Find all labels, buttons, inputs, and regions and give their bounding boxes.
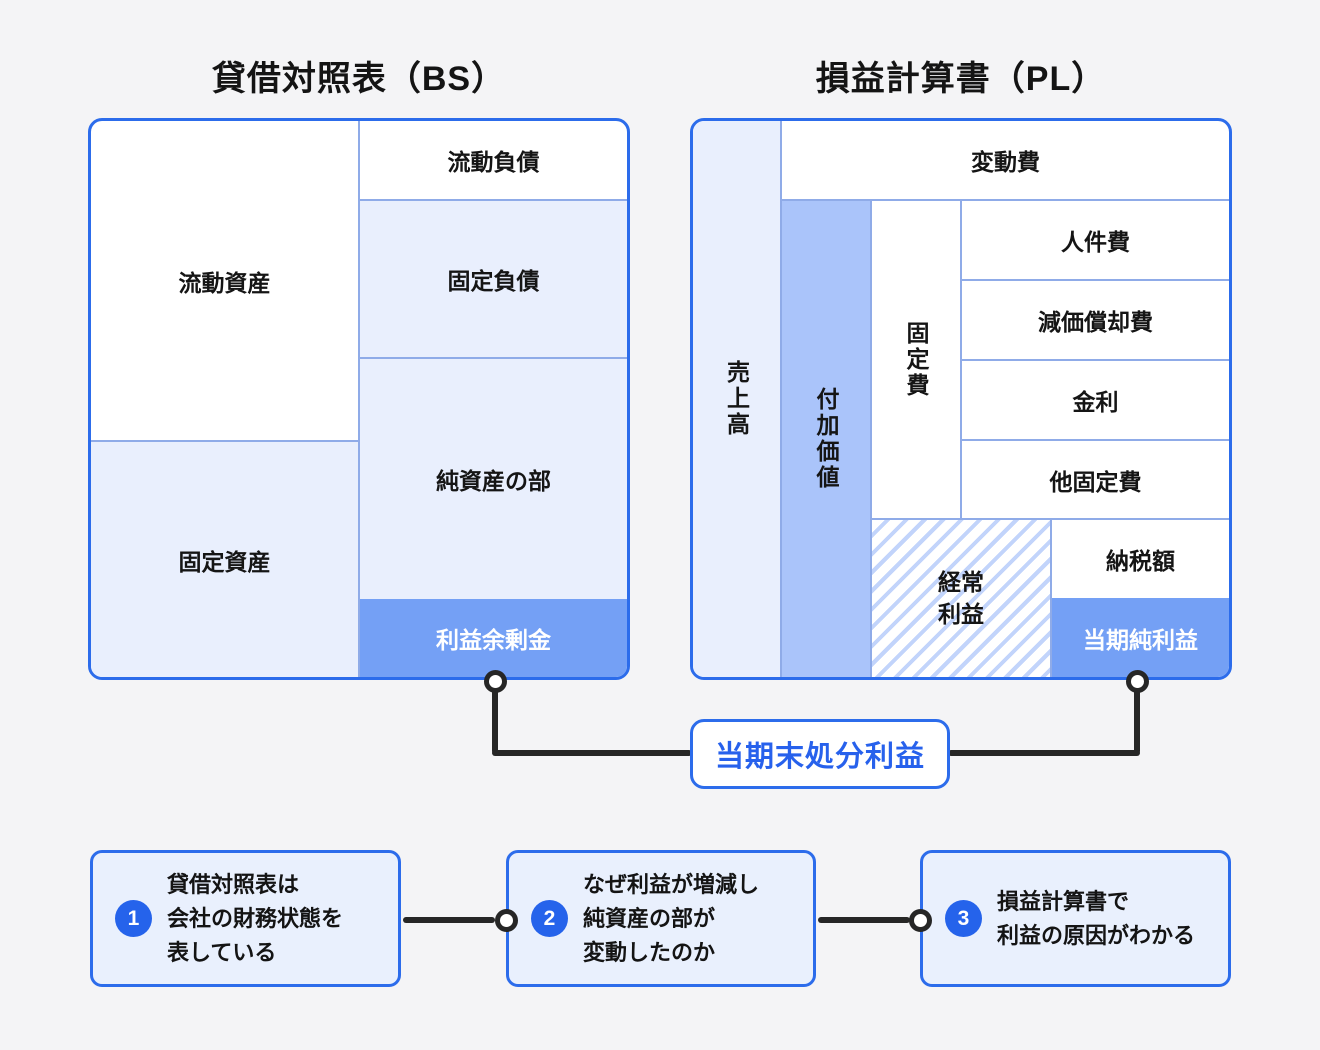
step-2-line-2: 純資産の部が xyxy=(583,905,716,931)
pl-title: 損益計算書（PL） xyxy=(815,60,1107,98)
step-card-2: 2 なぜ利益が増減し 純資産の部が 変動したのか xyxy=(506,850,816,987)
link-label-box: 当期末処分利益 xyxy=(690,719,950,789)
connector-node-net-income xyxy=(1126,670,1149,693)
pl-cell-interest: 金利 xyxy=(960,359,1229,439)
bs-cell-retained-earnings: 利益余剰金 xyxy=(358,599,627,677)
step-card-1: 1 貸借対照表は 会社の財務状態を 表している xyxy=(90,850,401,987)
step-2-line-1: なぜ利益が増減し xyxy=(583,871,760,897)
pl-cell-added-value: 付加価値 xyxy=(780,199,870,677)
pl-cell-fixed-costs: 固定費 xyxy=(870,199,960,518)
bs-title: 貸借対照表（BS） xyxy=(211,60,507,98)
pl-panel: 売上高 変動費 付加価値 固定費 人件費 減価償却費 金利 他固定費 経常利益 … xyxy=(690,118,1232,680)
step-3-line-2: 利益の原因がわかる xyxy=(997,922,1196,948)
step-connector-node-2 xyxy=(495,909,518,932)
bs-cell-fixed-assets: 固定資産 xyxy=(91,440,358,677)
ordinary-profit-label: 経常利益 xyxy=(938,569,984,627)
pl-cell-personnel: 人件費 xyxy=(960,199,1229,279)
pl-cell-variable-costs: 変動費 xyxy=(780,121,1229,199)
step-2-line-3: 変動したのか xyxy=(583,939,716,965)
step-connector-node-3 xyxy=(909,909,932,932)
step-number-badge-3: 3 xyxy=(945,900,982,937)
step-connector-1-2 xyxy=(403,917,495,923)
bs-cell-fixed-liabilities: 固定負債 xyxy=(358,199,627,357)
connector-left-horizontal xyxy=(492,750,692,756)
step-connector-2-3 xyxy=(818,917,910,923)
pl-cell-sales: 売上高 xyxy=(693,121,780,677)
pl-cell-net-income: 当期純利益 xyxy=(1050,598,1229,677)
step-1-line-3: 表している xyxy=(167,939,277,965)
bs-cell-current-liabilities: 流動負債 xyxy=(358,121,627,199)
connector-right-vertical xyxy=(1134,681,1140,754)
pl-cell-other-fixed: 他固定費 xyxy=(960,439,1229,518)
connector-node-retained-earnings xyxy=(484,670,507,693)
pl-cell-depreciation: 減価償却費 xyxy=(960,279,1229,359)
step-number-badge-1: 1 xyxy=(115,900,152,937)
step-1-line-2: 会社の財務状態を xyxy=(167,905,344,931)
bs-panel: 流動資産 固定資産 流動負債 固定負債 純資産の部 利益余剰金 xyxy=(88,118,630,680)
bs-cell-net-assets: 純資産の部 xyxy=(358,357,627,599)
step-text-3: 損益計算書で 利益の原因がわかる xyxy=(997,885,1195,953)
link-label: 当期末処分利益 xyxy=(714,741,925,773)
step-card-3: 3 損益計算書で 利益の原因がわかる xyxy=(920,850,1231,987)
step-number-badge-2: 2 xyxy=(531,900,568,937)
pl-cell-ordinary-profit: 経常利益 xyxy=(870,518,1050,677)
step-text-1: 貸借対照表は 会社の財務状態を 表している xyxy=(167,868,343,970)
step-text-2: なぜ利益が増減し 純資産の部が 変動したのか xyxy=(583,868,759,970)
step-3-line-1: 損益計算書で xyxy=(997,888,1130,914)
connector-right-horizontal xyxy=(948,750,1140,756)
step-1-line-1: 貸借対照表は xyxy=(167,871,300,897)
bs-cell-current-assets: 流動資産 xyxy=(178,269,271,296)
pl-cell-tax: 納税額 xyxy=(1050,518,1229,598)
connector-left-vertical xyxy=(492,681,498,754)
